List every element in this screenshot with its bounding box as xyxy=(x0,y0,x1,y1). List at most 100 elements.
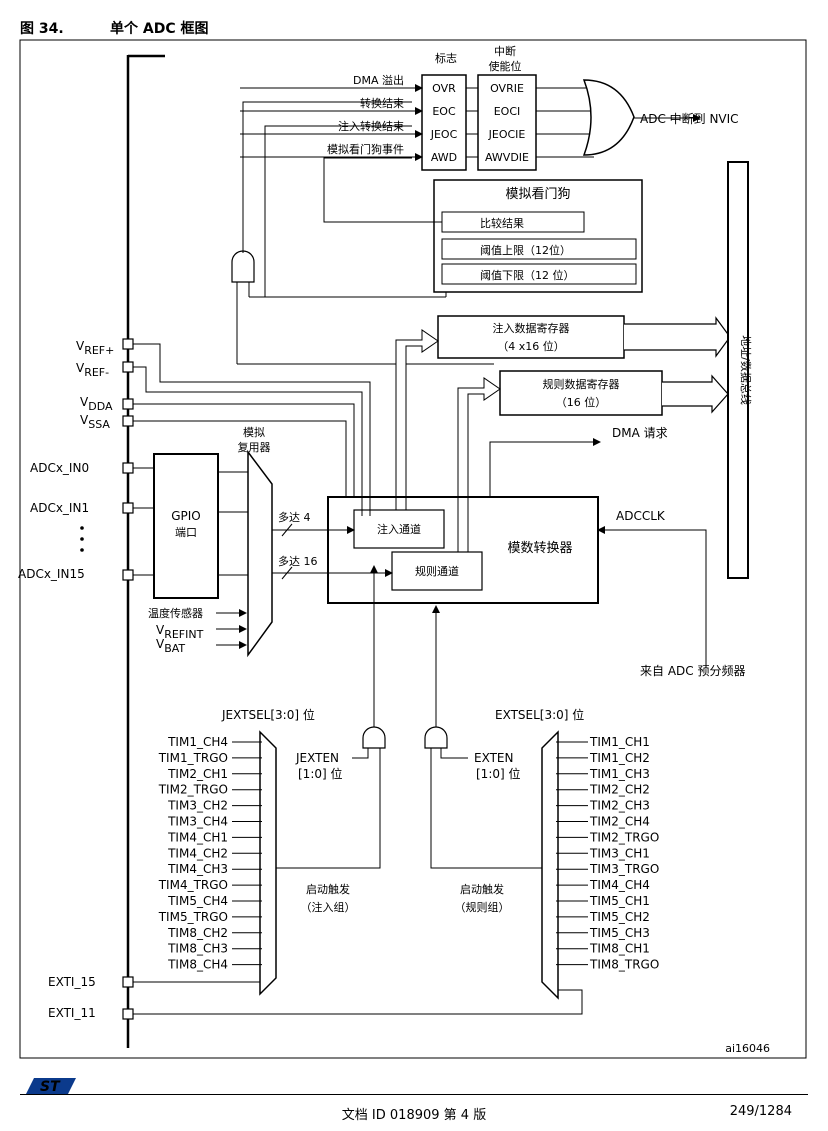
pin-box xyxy=(122,976,134,988)
watchdog-low: 阈值下限（12 位） xyxy=(480,268,575,282)
watchdog-high: 阈值上限（12位） xyxy=(480,243,571,257)
gpio-title: GPIO xyxy=(171,509,201,523)
pin-box xyxy=(122,1008,134,1020)
inj-trigger-source: TIM3_CH2 xyxy=(167,799,228,813)
injected-channel-box xyxy=(353,509,445,549)
figure-id: ai16046 xyxy=(725,1042,770,1055)
converter-title: 模数转换器 xyxy=(507,541,572,556)
pin-box xyxy=(122,361,134,373)
watchdog-compare: 比较结果 xyxy=(480,216,524,230)
interrupt-enable-header-line1: 中断 xyxy=(494,44,516,58)
footer-rule xyxy=(20,1094,808,1095)
analog-mux xyxy=(247,449,273,658)
pin-box xyxy=(122,398,134,410)
enable-bit-eoci: EOCI xyxy=(494,105,521,118)
adcclk-label: ADCCLK xyxy=(616,509,666,523)
inj-trigger-source: TIM4_TRGO xyxy=(158,878,228,892)
pin-adc-in0: ADCx_IN0 xyxy=(30,461,89,475)
figure-title: 单个 ADC 框图 xyxy=(110,21,209,37)
bus-label: 地址/数据总线 xyxy=(739,335,753,405)
reg-trigger-source: TIM8_TRGO xyxy=(589,958,659,972)
exten-line2: [1:0] 位 xyxy=(476,766,521,781)
exten-line1: EXTEN xyxy=(474,751,513,765)
inj-trigger-source: TIM5_TRGO xyxy=(158,910,228,924)
reg-trigger-source: TIM5_CH3 xyxy=(589,926,650,940)
jexten-gate xyxy=(362,726,386,749)
svg-text:VBAT: VBAT xyxy=(156,637,185,655)
prescaler-label: 来自 ADC 预分频器 xyxy=(640,664,745,678)
regular-trigger-mux xyxy=(541,730,559,1000)
adc-converter-block xyxy=(327,496,599,604)
inj-trigger-source: TIM8_CH4 xyxy=(167,958,228,972)
gpio-block xyxy=(153,453,219,599)
injected-reg-size: （4 x16 位） xyxy=(497,339,565,353)
flag-input-label: DMA 溢出 xyxy=(353,73,404,87)
figure-number: 图 34. xyxy=(20,21,64,37)
reg-trigger-source: TIM1_CH3 xyxy=(589,767,650,781)
injected-channel-label: 注入通道 xyxy=(377,522,421,536)
reference-pins: VREF+ VREF- VDDA VSSA xyxy=(76,339,114,431)
exten-gate xyxy=(424,726,448,749)
regular-channel-label: 规则通道 xyxy=(415,564,459,578)
inj-trigger-line2: （注入组） xyxy=(301,900,356,914)
svg-text:VDDA: VDDA xyxy=(80,395,113,413)
flags-header: 标志 xyxy=(435,51,457,65)
st-logo: ST xyxy=(26,1078,76,1095)
enable-bit-jeocie: JEOCIE xyxy=(488,128,526,141)
dma-request-label: DMA 请求 xyxy=(612,426,668,440)
vbat-label: V xyxy=(156,637,165,651)
temp-sensor-label: 温度传感器 xyxy=(148,606,203,620)
exti11-label: EXTI_11 xyxy=(48,1006,96,1020)
svg-text:VSSA: VSSA xyxy=(80,413,110,431)
mux-title-line1: 模拟 xyxy=(243,425,265,439)
inj-trigger-source: TIM4_CH3 xyxy=(167,862,228,876)
address-data-bus xyxy=(727,161,749,579)
reg-trigger-source: TIM5_CH2 xyxy=(589,910,650,924)
inj-trigger-source: TIM2_TRGO xyxy=(158,783,228,797)
interrupt-or-gate xyxy=(582,79,635,156)
jexten-line1: JEXTEN xyxy=(295,751,339,765)
analog-watchdog-block xyxy=(433,179,643,293)
svg-text:VREFINT: VREFINT xyxy=(156,623,204,641)
flag-eoc: EOC xyxy=(432,105,456,118)
pin-box xyxy=(122,462,134,474)
gpio-subtitle: 端口 xyxy=(175,526,197,539)
reg-trigger-source: TIM4_CH4 xyxy=(589,878,650,892)
flag-jeoc: JEOC xyxy=(430,128,458,141)
figure-frame xyxy=(19,39,807,1059)
reg-trigger-line2: （规则组） xyxy=(455,900,510,914)
injected-to-bus-arrow xyxy=(624,316,731,358)
injected-trigger-mux xyxy=(259,730,277,996)
reg-trigger-source: TIM2_CH3 xyxy=(589,799,650,813)
exti15-label: EXTI_15 xyxy=(48,975,96,989)
pin-box xyxy=(122,569,134,581)
inj-trigger-line1: 启动触发 xyxy=(306,882,350,896)
eoc-and-gate xyxy=(231,250,255,283)
flag-input-label: 转换结束 xyxy=(360,96,404,110)
reg-trigger-source: TIM8_CH1 xyxy=(589,942,650,956)
reg-trigger-source: TIM2_CH2 xyxy=(589,783,650,797)
regular-data-path xyxy=(457,377,501,553)
mux-title-line2: 复用器 xyxy=(238,440,271,454)
regular-to-bus-arrow xyxy=(662,374,729,414)
vrefint-label: V xyxy=(156,623,165,637)
reg-trigger-source: TIM3_TRGO xyxy=(589,862,659,876)
svg-text:VREF-: VREF- xyxy=(76,361,109,379)
interrupt-enable-header-line2: 使能位 xyxy=(489,59,522,73)
reg-trigger-source: TIM3_CH1 xyxy=(589,846,650,860)
regular-reg-size: （16 位） xyxy=(556,395,607,409)
injected-data-path xyxy=(395,329,439,521)
flag-ovr: OVR xyxy=(432,82,456,95)
inj-trigger-source: TIM8_CH2 xyxy=(167,926,228,940)
reg-trigger-source: TIM1_CH1 xyxy=(589,735,650,749)
watchdog-title: 模拟看门狗 xyxy=(505,186,570,202)
regular-channel-box xyxy=(391,551,483,591)
flags-box xyxy=(421,74,467,171)
inj-trigger-source: TIM2_CH1 xyxy=(167,767,228,781)
reg-trigger-source: TIM2_CH4 xyxy=(589,815,650,829)
inj-trigger-source: TIM1_TRGO xyxy=(158,751,228,765)
footer-page-number: 249/1284 xyxy=(729,1104,792,1119)
nvic-label: ADC 中断到 NVIC xyxy=(640,111,739,126)
pin-box xyxy=(122,502,134,514)
